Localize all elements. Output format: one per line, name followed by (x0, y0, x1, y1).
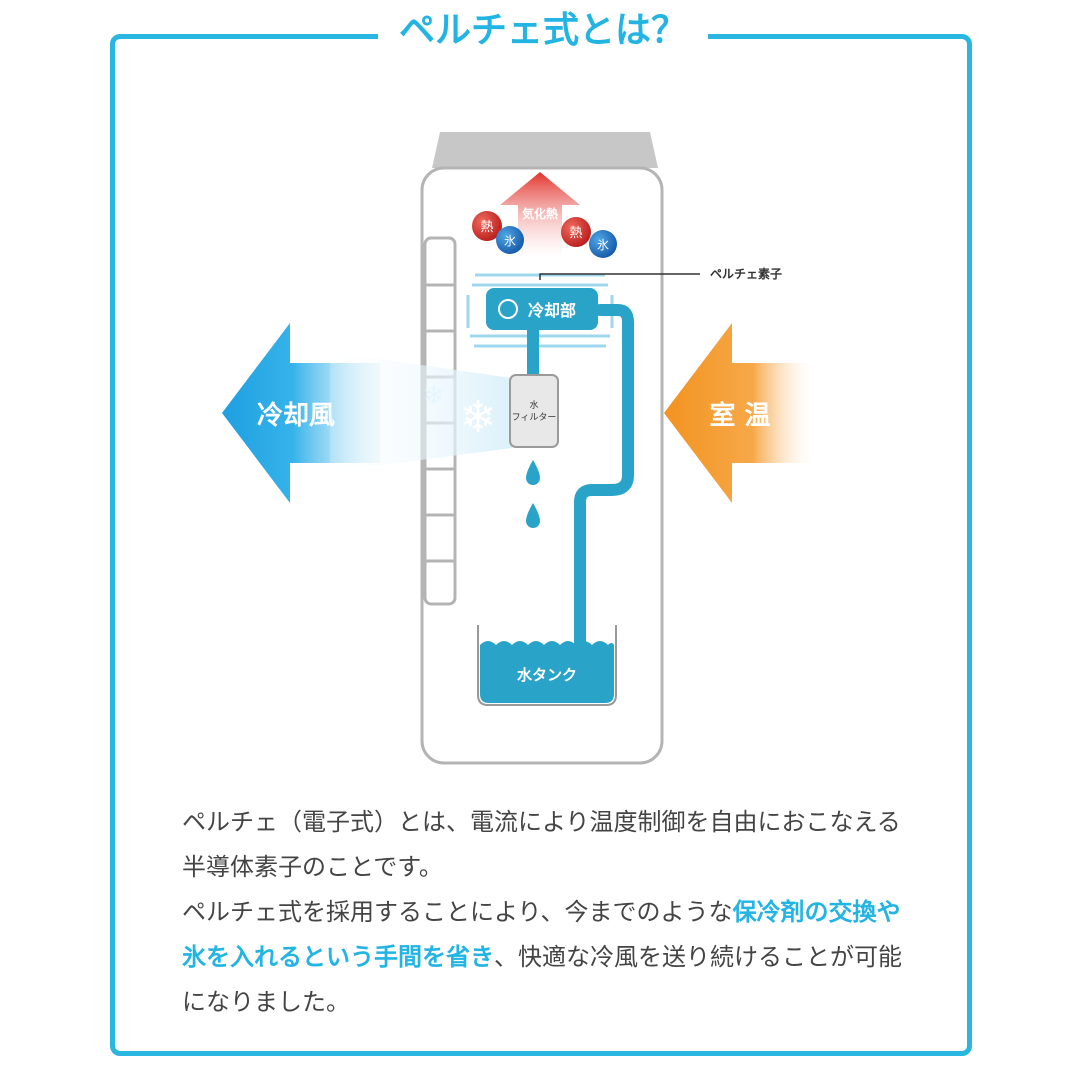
filter-label: フィルター (512, 412, 557, 423)
description: ペルチェ（電子式）とは、電流により温度制御を自由におこなえる半導体素子のことです… (182, 800, 922, 1025)
peltier-diagram: 気化熱 熱 氷 熱 氷 冷却部 ペルチェ素子 冷却風 ❄ ❄ 水 フィルター (222, 132, 812, 765)
water-filter (509, 374, 559, 448)
cooling-unit (486, 288, 598, 330)
description-paragraph: ペルチェ（電子式）とは、電流により温度制御を自由におこなえる半導体素子のことです… (182, 808, 901, 881)
description-text: ペルチェ式を採用することにより、今までのような (182, 898, 733, 926)
filter-label: 水 (529, 399, 538, 411)
cold-air-label: 冷却風 (257, 400, 335, 431)
cooling-label: 冷却部 (528, 301, 576, 320)
water-droplets (526, 460, 540, 528)
device-body (420, 132, 664, 765)
heat-ball-label: 熱 (480, 220, 493, 235)
peltier-label: ペルチェ素子 (710, 266, 782, 281)
water-pipe (527, 304, 634, 656)
room-temp-arrow (664, 323, 812, 503)
peltier-callout-line (539, 273, 700, 280)
section-title: ペルチェ式とは？ (378, 6, 708, 56)
ice-ball-label: 氷 (504, 234, 516, 248)
description-text: 、快適な冷風を送り続けることが可能になりました。 (182, 943, 902, 1016)
cold-air-beam (330, 352, 512, 472)
heat-ball-label: 熱 (569, 226, 582, 241)
water-tank: 水タンク (477, 625, 617, 706)
heat-ice-balls: 熱 氷 熱 氷 (472, 211, 617, 258)
tank-label: 水タンク (517, 666, 577, 684)
snowflake-icon (498, 299, 518, 319)
snowflake-icon: ❄ (460, 392, 497, 443)
description-highlight: 保冷剤の交換や氷を入れるという手間を省き (182, 898, 901, 971)
room-temp-label: 室 温 (709, 400, 770, 431)
ice-ball-label: 氷 (597, 238, 609, 252)
heat-label: 気化熱 (522, 206, 558, 221)
description-paragraph: ペルチェ式を採用することにより、今までのような保冷剤の交換や氷を入れるという手間… (182, 890, 922, 1025)
snowflake-icon: ❄ (423, 381, 445, 411)
